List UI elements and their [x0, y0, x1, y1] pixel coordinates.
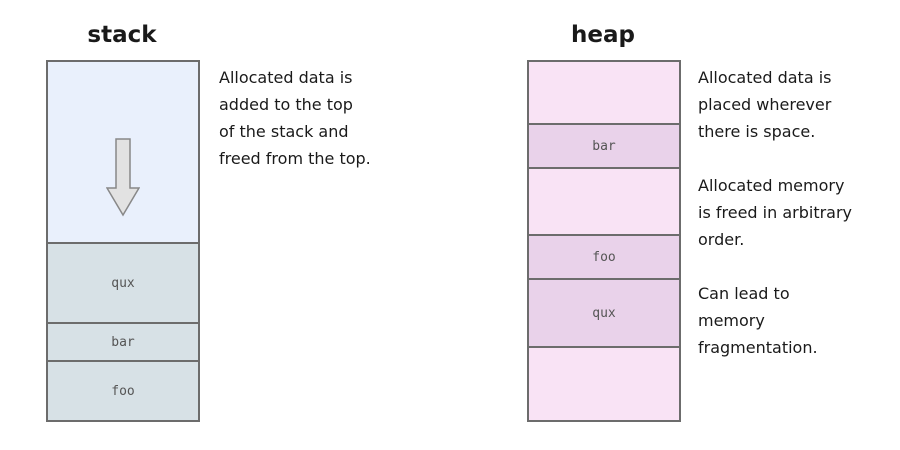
heap-block-foo: foo [529, 234, 679, 278]
heap-description-placement: Allocated data is placed wherever there … [698, 68, 832, 141]
stack-description: Allocated data is added to the top of th… [219, 68, 371, 168]
heap-description-fragmentation: Can lead to memory fragmentation. [698, 284, 818, 357]
heap-block-qux: qux [529, 278, 679, 346]
stack-block-foo: foo [48, 360, 198, 420]
heap-free-space [529, 62, 679, 123]
stack-block-bar: bar [48, 322, 198, 360]
stack-column: qux bar foo [46, 60, 200, 422]
stack-title: stack [87, 22, 157, 48]
heap-title: heap [571, 22, 635, 48]
down-arrow-icon [106, 138, 140, 217]
heap-free-space [529, 346, 679, 420]
heap-block-bar: bar [529, 123, 679, 167]
stack-free-space [48, 62, 198, 242]
heap-free-space [529, 167, 679, 234]
stack-block-qux: qux [48, 242, 198, 322]
heap-column: bar foo qux [527, 60, 681, 422]
heap-description-freeing: Allocated memory is freed in arbitrary o… [698, 176, 853, 249]
